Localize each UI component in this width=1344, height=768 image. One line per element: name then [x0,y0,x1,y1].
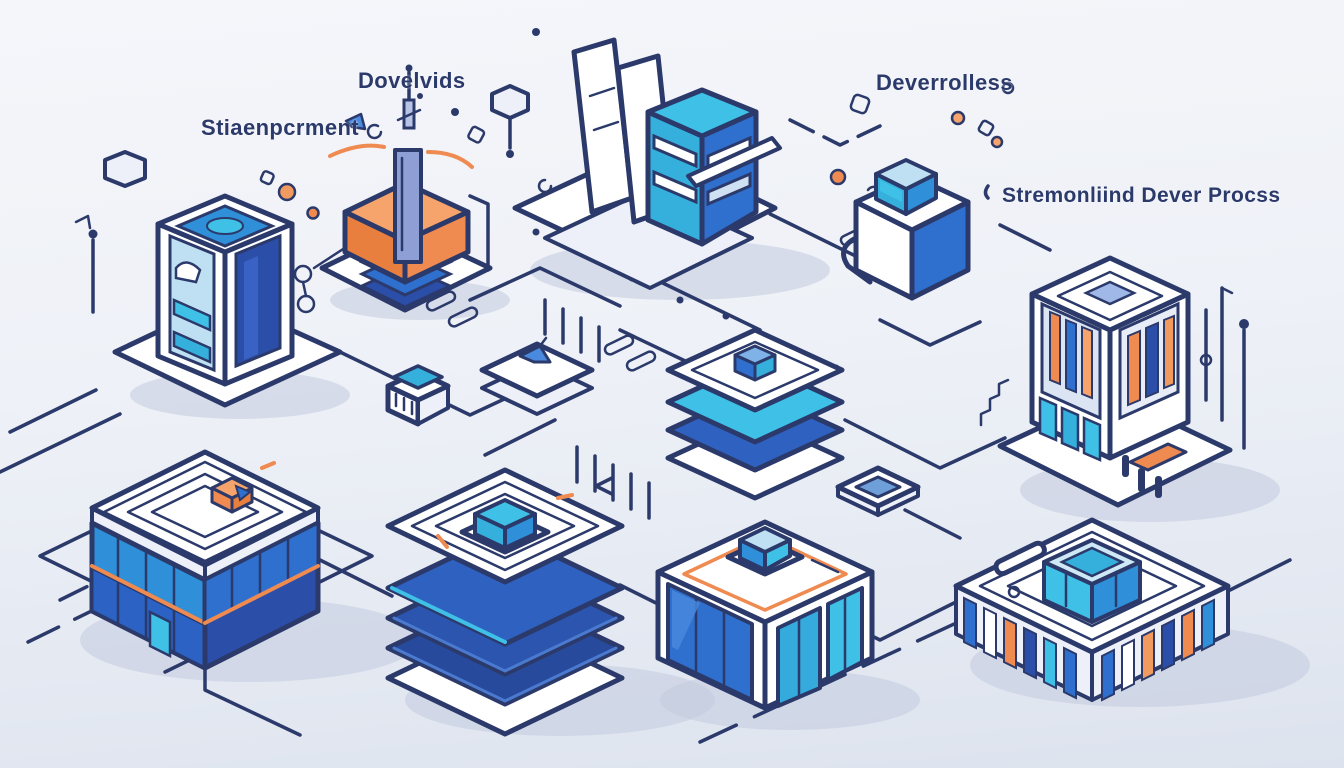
g-glyph-icon [366,123,383,140]
inset-tile [835,465,921,517]
antenna-station [319,64,493,313]
circuit-lines [0,28,1292,744]
label-streamline: Stremonliind Dever Procss [1002,184,1281,207]
tick-mark [983,184,990,200]
cart-pod [385,364,451,427]
glass-cube-building [655,519,875,711]
diamond-stack [665,327,845,501]
printer-node [841,158,971,301]
dot-after-serverless [1001,81,1015,95]
confetti [103,81,1015,220]
flag-glyph-icon [518,344,552,364]
label-serverless: Deverrolless [876,70,1013,95]
label-devtools: Dovelvids [358,68,466,93]
glass-tower [74,193,362,408]
mall-building [953,517,1231,702]
label-development: Stiaenpcrment [201,115,360,140]
check-tile [479,336,595,416]
megaphone-icon [344,112,367,131]
blue-cube-building [38,449,374,671]
bench [1128,442,1188,472]
layer-stack [385,467,625,737]
hexagon-icon [490,84,530,120]
server-building [512,37,782,290]
frame-building [979,255,1249,508]
hexagon-icon [103,150,147,188]
